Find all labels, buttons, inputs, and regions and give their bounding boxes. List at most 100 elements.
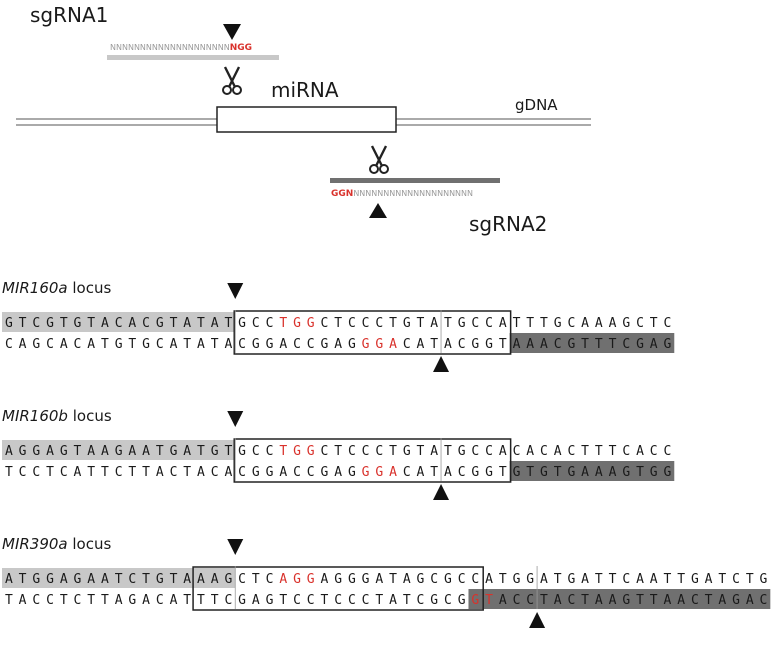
nucleotide: T — [581, 444, 589, 459]
nucleotide: G — [485, 337, 493, 352]
nucleotide: G — [458, 316, 466, 331]
nucleotide: A — [224, 337, 232, 352]
nucleotide: C — [115, 316, 123, 331]
nucleotide: C — [307, 465, 315, 480]
nucleotide: T — [417, 316, 425, 331]
nucleotide: T — [170, 572, 178, 587]
nucleotide: T — [60, 593, 68, 608]
nucleotide: A — [60, 337, 68, 352]
nucleotide: G — [732, 593, 740, 608]
nucleotide: T — [609, 572, 617, 587]
nucleotide: C — [362, 316, 370, 331]
top-strand-shading — [2, 440, 236, 460]
nucleotide: T — [224, 444, 232, 459]
nucleotide: T — [87, 316, 95, 331]
nucleotide: G — [430, 593, 438, 608]
nucleotide: C — [348, 593, 356, 608]
nucleotide: G — [622, 316, 630, 331]
nucleotide: G — [211, 444, 219, 459]
nucleotide: A — [417, 465, 425, 480]
locus-gene-name: MIR160b — [2, 407, 68, 425]
nucleotide: G — [252, 337, 260, 352]
nucleotide: T — [540, 316, 548, 331]
nucleotide: C — [46, 337, 54, 352]
nucleotide: T — [636, 465, 644, 480]
nucleotide: C — [664, 444, 672, 459]
nucleotide: T — [279, 444, 287, 459]
nucleotide: A — [101, 316, 109, 331]
nucleotide: G — [293, 316, 301, 331]
nucleotide: T — [87, 465, 95, 480]
nucleotide: T — [252, 572, 260, 587]
nucleotide: C — [266, 572, 274, 587]
nucleotide: T — [279, 316, 287, 331]
nucleotide: T — [19, 572, 27, 587]
nucleotide: G — [266, 337, 274, 352]
top-cut-arrow — [227, 283, 244, 299]
nucleotide: G — [554, 316, 562, 331]
nucleotide: G — [691, 572, 699, 587]
nucleotide: G — [224, 572, 232, 587]
nucleotide: C — [417, 593, 425, 608]
nucleotide: G — [567, 337, 575, 352]
nucleotide: A — [279, 465, 287, 480]
nucleotide: C — [224, 593, 232, 608]
nucleotide: T — [403, 593, 411, 608]
nucleotide: C — [19, 465, 27, 480]
nucleotide: G — [760, 572, 768, 587]
nucleotide: G — [5, 316, 13, 331]
nucleotide: C — [732, 572, 740, 587]
nucleotide: C — [321, 316, 329, 331]
bottom-strand-shading — [509, 461, 675, 481]
nucleotide: C — [513, 444, 521, 459]
nucleotide: T — [87, 593, 95, 608]
nucleotide: G — [471, 337, 479, 352]
nucleotide: T — [499, 337, 507, 352]
nucleotide: C — [293, 465, 301, 480]
nucleotide: A — [46, 444, 54, 459]
nucleotide: A — [170, 593, 178, 608]
nucleotide: T — [334, 444, 342, 459]
nucleotide: A — [87, 572, 95, 587]
sgrna1-label: sgRNA1 — [30, 3, 108, 27]
nucleotide: C — [293, 337, 301, 352]
nucleotide: G — [650, 465, 658, 480]
nucleotide: T — [581, 337, 589, 352]
sgrna1-n-sequence: NNNNNNNNNNNNNNNNNNNN — [110, 43, 230, 52]
locus-title: MIR390a locus — [2, 535, 111, 553]
nucleotide: A — [183, 316, 191, 331]
nucleotide: G — [321, 465, 329, 480]
sgrna2-label: sgRNA2 — [469, 212, 547, 236]
nucleotide: G — [32, 444, 40, 459]
nucleotide: C — [46, 593, 54, 608]
nucleotide: C — [375, 316, 383, 331]
nucleotide: G — [115, 444, 123, 459]
nucleotide: T — [609, 337, 617, 352]
nucleotide: A — [540, 572, 548, 587]
nucleotide: C — [444, 593, 452, 608]
nucleotide: G — [513, 572, 521, 587]
nucleotide: T — [183, 337, 191, 352]
nucleotide: G — [348, 572, 356, 587]
nucleotide: A — [101, 444, 109, 459]
nucleotide: A — [581, 572, 589, 587]
nucleotide: A — [279, 337, 287, 352]
nucleotide: C — [211, 465, 219, 480]
nucleotide: C — [266, 316, 274, 331]
nucleotide: A — [499, 444, 507, 459]
nucleotide: T — [650, 593, 658, 608]
sgrna1-cut-arrow — [223, 24, 241, 40]
nucleotide: T — [211, 593, 219, 608]
nucleotide: G — [307, 572, 315, 587]
nucleotide: A — [74, 465, 82, 480]
nucleotide: G — [348, 337, 356, 352]
nucleotide: T — [321, 593, 329, 608]
nucleotide: T — [513, 316, 521, 331]
nucleotide: T — [444, 444, 452, 459]
nucleotide: C — [348, 444, 356, 459]
nucleotide: A — [595, 593, 603, 608]
nucleotide: A — [540, 337, 548, 352]
